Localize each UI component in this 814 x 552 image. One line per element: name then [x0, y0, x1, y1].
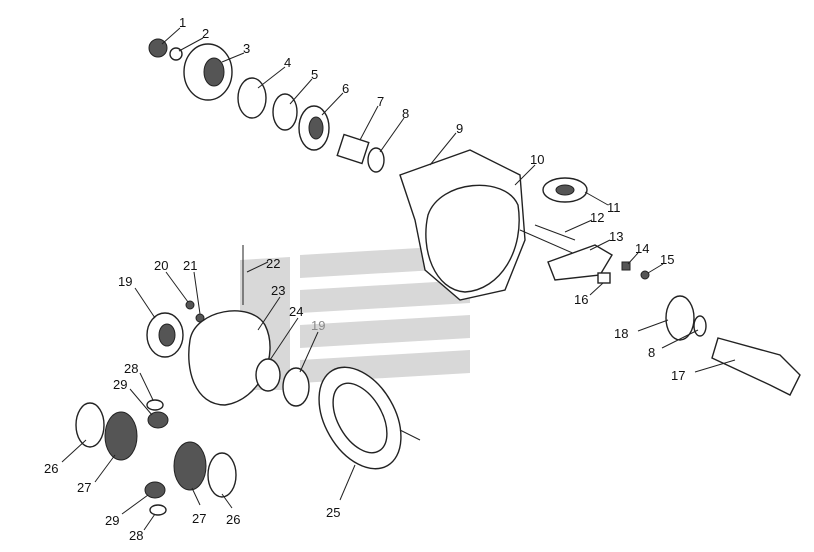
- pinion-parts: [148, 38, 385, 173]
- label-11: 11: [607, 200, 621, 215]
- pinion-gear-29-bottom: [144, 481, 166, 499]
- label-13: 13: [609, 229, 623, 244]
- spacer-7: [336, 133, 370, 165]
- label-10: 10: [530, 152, 544, 167]
- label-7: 7: [377, 94, 384, 109]
- label-18: 18: [614, 326, 628, 341]
- axle-housing: [399, 149, 601, 301]
- side-gear-27-right: [173, 441, 207, 491]
- label-8: 8: [402, 106, 409, 121]
- label-28-bottom: 28: [129, 528, 143, 543]
- nut-15: [640, 270, 650, 280]
- label-3: 3: [243, 41, 250, 56]
- label-29-bottom: 29: [105, 513, 119, 528]
- bolt-14: [621, 261, 631, 271]
- label-27-right: 27: [192, 511, 206, 526]
- side-gear-27-left: [104, 411, 138, 461]
- label-5: 5: [311, 67, 318, 82]
- label-25: 25: [326, 505, 340, 520]
- bolt-12: [534, 224, 576, 241]
- diff-case-23: [188, 310, 271, 406]
- shim-8: [367, 147, 385, 173]
- label-19-left: 19: [118, 274, 132, 289]
- label-26-right: 26: [226, 512, 240, 527]
- washer-28-bottom: [149, 504, 167, 516]
- label-12: 12: [590, 210, 604, 225]
- label-22: 22: [266, 256, 280, 271]
- label-15: 15: [660, 252, 674, 267]
- label-27-left: 27: [77, 480, 91, 495]
- label-29-top: 29: [113, 377, 127, 392]
- bearing-19-right: [282, 367, 310, 407]
- label-8-pinion: 8: [648, 345, 655, 360]
- label-24: 24: [289, 304, 303, 319]
- label-14: 14: [635, 241, 649, 256]
- part-number-labels: 1 2 3 4 5 6 7 8 9 10 11 12 13 14 15 16 1…: [44, 15, 685, 543]
- bearing-18: [665, 295, 695, 341]
- case-hub: [255, 358, 281, 392]
- bearing-cap-13: [547, 244, 613, 281]
- label-21: 21: [183, 258, 197, 273]
- thrust-washer-26-right: [207, 452, 237, 498]
- label-6: 6: [342, 81, 349, 96]
- bolt-20: [185, 300, 195, 310]
- label-17: 17: [671, 368, 685, 383]
- label-4: 4: [284, 55, 291, 70]
- label-23: 23: [271, 283, 285, 298]
- washer-16: [597, 272, 611, 284]
- washer-28-top: [146, 399, 164, 411]
- label-20: 20: [154, 258, 168, 273]
- differential-parts: [75, 245, 402, 516]
- thrust-washer-26-left: [75, 402, 105, 448]
- label-9: 9: [456, 121, 463, 136]
- right-parts: [534, 177, 801, 396]
- drive-pinion-17: [711, 337, 801, 396]
- label-16: 16: [574, 292, 588, 307]
- seal: [237, 77, 267, 119]
- pinion-gear-29-top: [147, 411, 169, 429]
- leader-lines: [61, 27, 736, 531]
- label-26-left: 26: [44, 461, 58, 476]
- label-2: 2: [202, 26, 209, 41]
- label-1: 1: [179, 15, 186, 30]
- label-19-right: 19: [311, 318, 325, 333]
- label-28-top: 28: [124, 361, 138, 376]
